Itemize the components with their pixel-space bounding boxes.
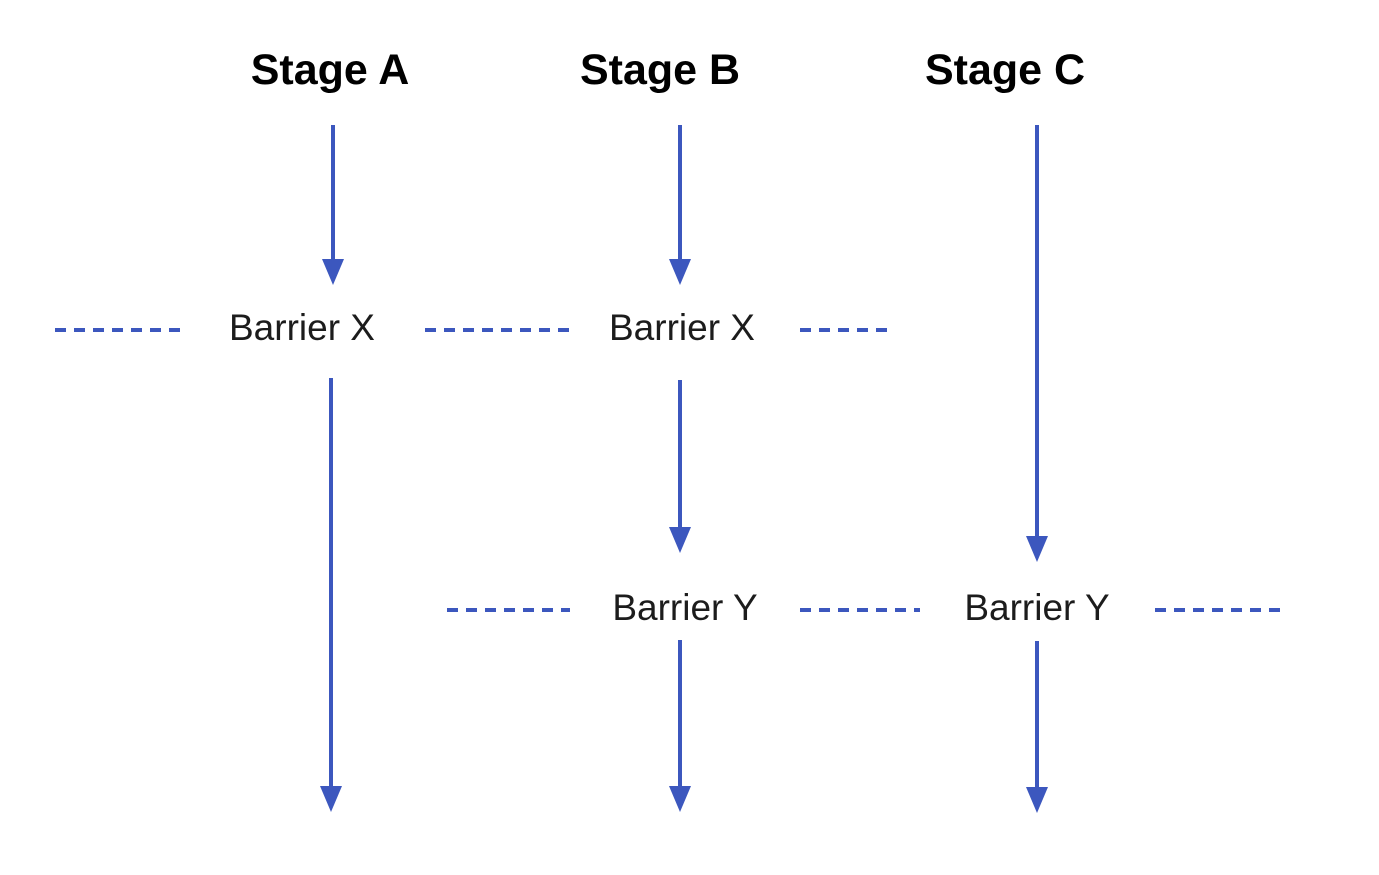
barrier-y-label-stage-c: Barrier Y: [958, 586, 1116, 630]
stage-b-arrowhead-down-icon-3: [669, 786, 691, 812]
stage-b-arrowhead-down-icon-2: [669, 527, 691, 553]
stage-b-arrow-segment-2: [678, 380, 682, 528]
barrier-x-label-stage-b: Barrier X: [603, 306, 761, 350]
stage-a-arrowhead-down-icon-1: [322, 259, 344, 285]
barrier-x-dashed-line-segment-3: [800, 328, 890, 332]
barrier-y-dashed-line-segment-3: [1155, 608, 1280, 612]
stage-c-arrow-segment-2: [1035, 641, 1039, 788]
stage-c-title: Stage C: [924, 46, 1086, 94]
barrier-y-dashed-line-segment-1: [447, 608, 570, 612]
stage-c-arrow-segment-1: [1035, 125, 1039, 537]
barrier-x-dashed-line-segment-1: [55, 328, 187, 332]
barrier-x-dashed-line-segment-2: [425, 328, 570, 332]
stage-a-title: Stage A: [250, 46, 410, 94]
stage-b-arrowhead-down-icon-1: [669, 259, 691, 285]
barrier-y-label-stage-b: Barrier Y: [606, 586, 764, 630]
barrier-y-dashed-line-segment-2: [800, 608, 920, 612]
stage-b-title: Stage B: [579, 46, 741, 94]
barrier-x-label-stage-a: Barrier X: [223, 306, 381, 350]
stage-c-arrowhead-down-icon-2: [1026, 787, 1048, 813]
stage-b-arrow-segment-1: [678, 125, 682, 260]
stage-b-arrow-segment-3: [678, 640, 682, 787]
stage-a-arrow-segment-2: [329, 378, 333, 787]
stage-a-arrow-segment-1: [331, 125, 335, 260]
stage-c-arrowhead-down-icon-1: [1026, 536, 1048, 562]
stage-a-arrowhead-down-icon-2: [320, 786, 342, 812]
